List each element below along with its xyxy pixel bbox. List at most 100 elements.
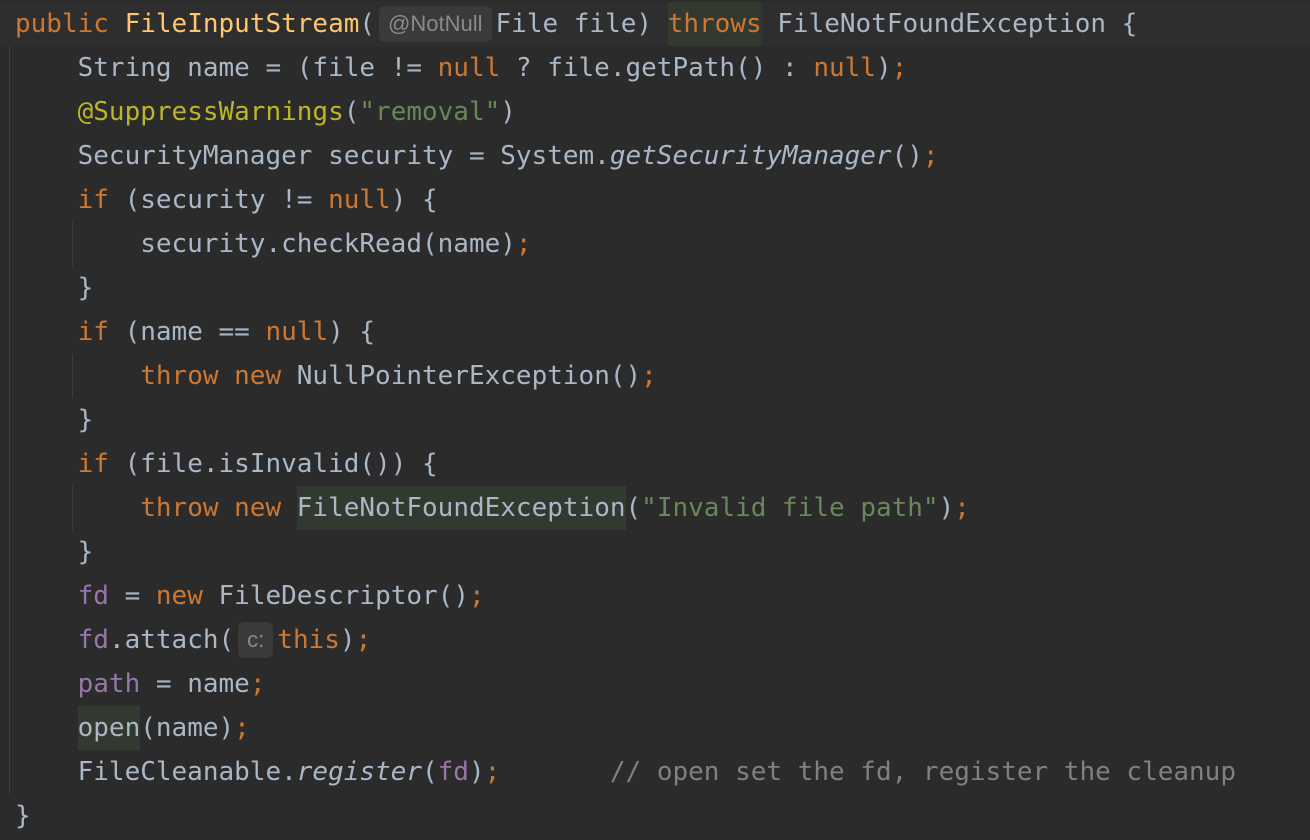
- code-token: @SuppressWarnings: [77, 97, 344, 127]
- code-token: (: [359, 9, 376, 39]
- code-line[interactable]: security.checkRead(name);: [0, 222, 1310, 266]
- indent-guide: [72, 354, 73, 398]
- code-token: ) {: [390, 185, 438, 215]
- code-token: ;: [891, 53, 908, 83]
- code-token: ;: [922, 141, 939, 171]
- code-token: SecurityManager security = System.: [15, 141, 610, 171]
- code-token: (name): [140, 713, 235, 743]
- code-token: "removal": [359, 97, 501, 127]
- code-token: ): [339, 625, 356, 655]
- code-token: [15, 581, 78, 611]
- code-token: =: [108, 581, 156, 611]
- code-token: = name: [140, 669, 250, 699]
- code-token: throw new: [140, 361, 297, 391]
- code-line[interactable]: throw new NullPointerException();: [0, 354, 1310, 398]
- code-token: (: [343, 97, 360, 127]
- code-token: (name ==: [108, 317, 266, 347]
- code-token: [15, 317, 78, 347]
- code-token: [15, 185, 78, 215]
- code-token: ? file.getPath() :: [500, 53, 814, 83]
- code-token: public: [15, 9, 125, 39]
- code-token: }: [15, 537, 94, 567]
- code-line[interactable]: SecurityManager security = System.getSec…: [0, 134, 1310, 178]
- code-token: new: [155, 581, 219, 611]
- code-token: [15, 713, 78, 743]
- code-token: getSecurityManager: [609, 141, 892, 171]
- code-line[interactable]: fd = new FileDescriptor();: [0, 574, 1310, 618]
- code-token: register: [296, 757, 422, 787]
- code-token: null: [437, 53, 501, 83]
- code-token: File file): [495, 9, 668, 39]
- code-token: null: [813, 53, 876, 83]
- code-line[interactable]: open(name);: [0, 706, 1310, 750]
- code-line[interactable]: String name = (file != null ? file.getPa…: [0, 46, 1310, 90]
- code-line[interactable]: }: [0, 266, 1310, 310]
- code-line[interactable]: path = name;: [0, 662, 1310, 706]
- code-token: FileNotFoundException {: [761, 9, 1138, 39]
- code-token: security.checkRead(name): [15, 229, 516, 259]
- code-token: ): [938, 493, 955, 523]
- inlay-hint: @NotNull: [379, 6, 492, 42]
- code-token: null: [265, 317, 329, 347]
- code-token: }: [15, 405, 94, 435]
- code-token: (: [625, 493, 642, 523]
- code-token: ): [500, 97, 516, 127]
- code-line[interactable]: }: [0, 794, 1310, 838]
- code-token: FileCleanable.: [15, 757, 297, 787]
- code-token: [15, 669, 78, 699]
- code-token: (: [422, 757, 438, 787]
- indent-guide: [72, 222, 73, 266]
- code-token: ;: [484, 757, 501, 787]
- code-token: FileNotFoundException: [296, 486, 626, 530]
- code-token: "Invalid file path": [641, 493, 939, 523]
- code-token: ;: [515, 229, 532, 259]
- code-token: }: [15, 273, 94, 303]
- code-token: ): [468, 757, 485, 787]
- code-token: [15, 493, 140, 523]
- code-token: throws: [667, 2, 762, 46]
- code-token: ;: [234, 713, 250, 743]
- code-token: String name = (file !=: [15, 53, 438, 83]
- code-token: ;: [954, 493, 970, 523]
- code-token: if: [77, 317, 109, 347]
- indent-guide: [72, 486, 73, 530]
- indent-guide: [9, 46, 10, 794]
- code-line[interactable]: if (file.isInvalid()) {: [0, 442, 1310, 486]
- code-token: FileDescriptor(): [218, 581, 469, 611]
- code-token: }: [15, 801, 31, 831]
- code-token: (): [891, 141, 923, 171]
- code-line[interactable]: @SuppressWarnings("removal"): [0, 90, 1310, 134]
- code-line[interactable]: if (security != null) {: [0, 178, 1310, 222]
- code-token: fd: [437, 757, 469, 787]
- code-line[interactable]: fd.attach(c:this);: [0, 618, 1310, 662]
- code-line[interactable]: FileCleanable.register(fd); // open set …: [0, 750, 1310, 794]
- code-token: NullPointerException(): [296, 361, 642, 391]
- code-token: null: [328, 185, 391, 215]
- code-token: (file.isInvalid()) {: [108, 449, 438, 479]
- code-token: [15, 97, 78, 127]
- code-token: // open set the fd, register the cleanup: [500, 757, 1236, 787]
- code-token: ;: [355, 625, 372, 655]
- code-line[interactable]: if (name == null) {: [0, 310, 1310, 354]
- code-token: ;: [468, 581, 485, 611]
- code-token: open: [77, 706, 141, 750]
- code-line[interactable]: throw new FileNotFoundException("Invalid…: [0, 486, 1310, 530]
- code-token: if: [77, 449, 109, 479]
- code-token: path: [77, 669, 141, 699]
- code-token: [15, 449, 78, 479]
- inlay-hint: c:: [238, 622, 274, 658]
- code-line[interactable]: }: [0, 530, 1310, 574]
- code-token: throw new: [140, 493, 297, 523]
- code-token: ;: [249, 669, 266, 699]
- code-token: this: [277, 625, 340, 655]
- code-token: fd: [77, 625, 109, 655]
- code-token: .attach(: [108, 625, 235, 655]
- code-line[interactable]: }: [0, 398, 1310, 442]
- code-token: [15, 625, 78, 655]
- code-token: ): [875, 53, 892, 83]
- code-token: FileInputStream: [124, 9, 360, 39]
- code-token: ) {: [328, 317, 376, 347]
- code-token: fd: [77, 581, 109, 611]
